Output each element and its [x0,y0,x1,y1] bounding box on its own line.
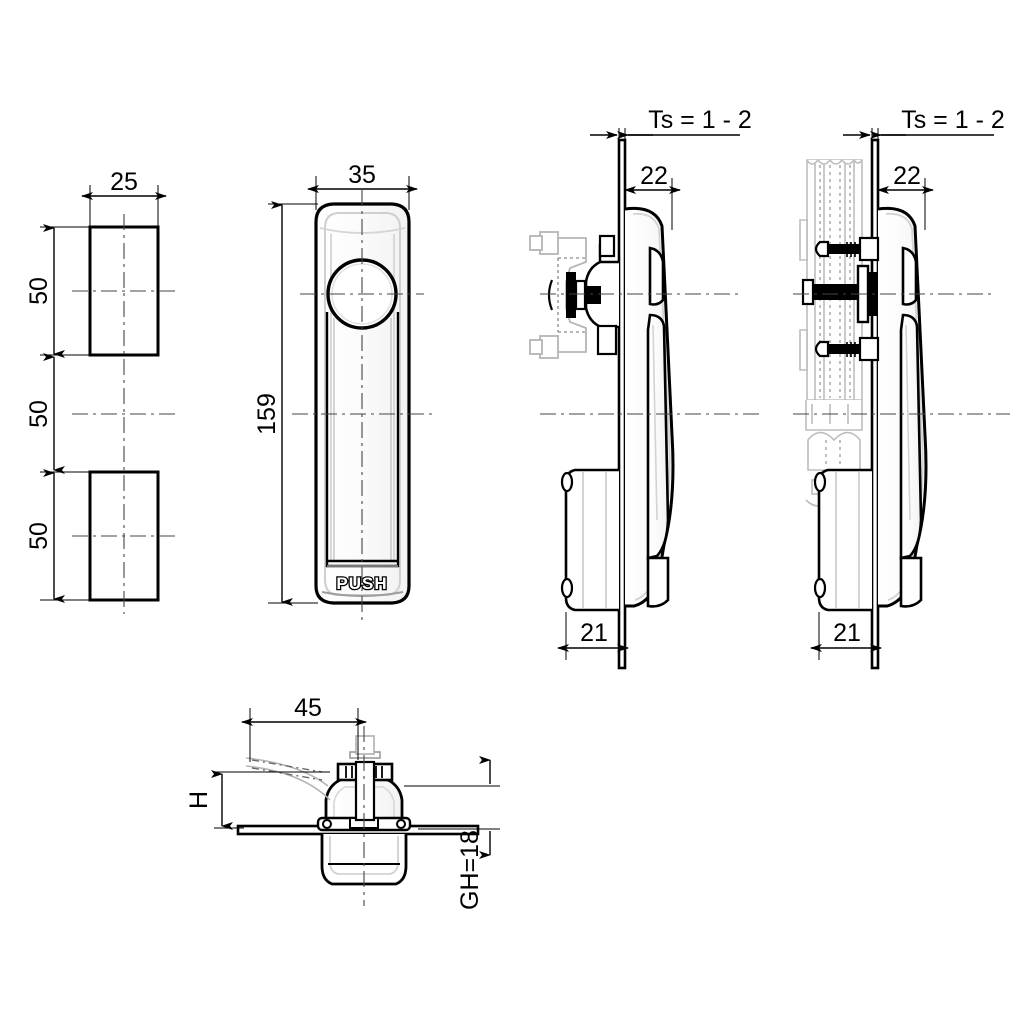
side-right-lever-foot [899,556,923,608]
bottom-cam-arm-phantom [251,759,323,781]
dim-label-21-left: 21 [580,619,608,647]
side-left-clip [547,279,554,311]
side-right-lever-upper [901,246,918,306]
bottom-cam-arm-lower [245,765,331,801]
bottom-flange-lug-left [322,819,332,829]
side-right-lower-housing [817,468,872,612]
dim-label-22-right: 22 [893,162,921,190]
side-left-lower-housing [564,468,619,612]
side-left-lever-edge [652,324,658,521]
side-right-upper-bolt [814,236,880,262]
side-left-bracket-hidden-lines [557,257,586,333]
side-left-tab-upper [598,234,616,258]
bottom-spindle [354,760,376,822]
dim-label-cutout-width: 25 [110,168,138,196]
side-right-rod-mechanism [799,158,863,507]
view-side-left: Ts = 1 - 2 22 21 [529,106,760,670]
side-left-tab-lower [596,324,618,356]
dim-label-ts-right: Ts = 1 - 2 [901,106,1005,134]
side-left-lever-lower [646,313,670,560]
side-left-housing-lug-bottom [560,577,574,599]
side-left-washer [566,272,576,318]
dim-label-GH: GH=18 [456,830,484,910]
side-right-lever-edge [905,324,911,521]
side-right-mechanism-hidden-lines [819,165,851,468]
view-bottom-section: 45 H GH=18 [185,694,500,910]
view-panel-cutout: 25 50 50 50 [25,168,178,614]
side-right-panel [870,138,880,670]
view-front: PUSH 35 159 [253,161,432,625]
push-emboss-label: PUSH [336,574,387,593]
side-left-lever-upper [648,246,665,306]
side-right-housing-lug-bottom [813,577,827,599]
dim-label-H: H [185,791,213,809]
side-left-spindle [585,286,601,304]
dim-label-ts-left: Ts = 1 - 2 [648,106,752,134]
side-left-panel [617,138,627,670]
dim-label-cutout-upper-height: 50 [25,277,53,305]
side-left-nut [574,279,587,311]
dim-label-front-width: 35 [348,161,376,189]
side-right-lower-bolt [814,336,880,362]
side-left-housing-lug-top [560,471,574,493]
dim-label-22-left: 22 [640,162,668,190]
side-right-housing-lug-top [813,471,827,493]
dim-label-front-height: 159 [253,393,281,435]
side-right-lever-lower [899,313,923,560]
side-left-lever-foot [646,556,670,608]
bottom-flange-lug-right [396,819,406,829]
dim-label-21-right: 21 [833,619,861,647]
view-side-right: Ts = 1 - 2 22 21 [793,106,1010,670]
bottom-cam-arm-upper [245,757,329,787]
dim-label-cutout-lower-height: 50 [25,522,53,550]
dim-label-cutout-gap: 50 [25,400,53,428]
dim-label-45: 45 [294,694,322,722]
bottom-stud [355,735,375,755]
